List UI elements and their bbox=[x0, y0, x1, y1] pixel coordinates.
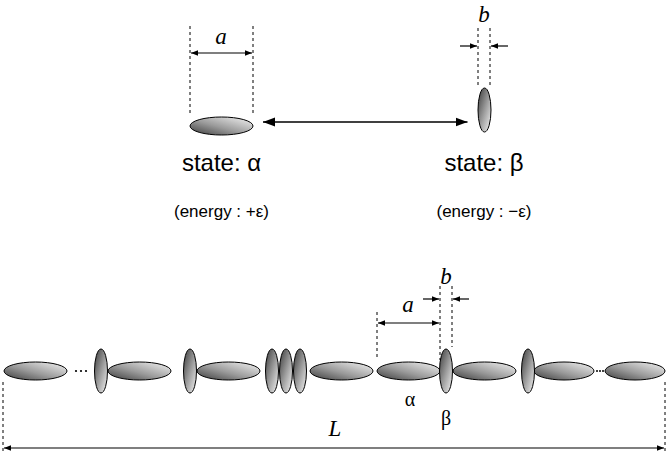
ellipsis-dot bbox=[596, 370, 598, 372]
dimension-guide bbox=[440, 286, 441, 360]
alpha-segment bbox=[108, 362, 171, 380]
dimension-label: a bbox=[215, 25, 227, 48]
dimension-arrow bbox=[453, 298, 469, 299]
dimension-guide bbox=[377, 312, 378, 360]
dimension-guide bbox=[490, 28, 491, 86]
dimension-label: b bbox=[440, 265, 452, 288]
dimension-arrow bbox=[378, 322, 439, 323]
transition-arrow bbox=[263, 121, 468, 123]
dimension-guide bbox=[452, 286, 453, 347]
dimension-label: b bbox=[478, 3, 490, 26]
alpha-segment bbox=[605, 362, 665, 380]
alpha-segment bbox=[4, 362, 67, 380]
dimension-label: a bbox=[402, 293, 414, 316]
dimension-guide bbox=[3, 382, 4, 454]
alpha-segment bbox=[534, 362, 594, 380]
state-shape bbox=[189, 116, 254, 136]
energy-label: (energy : −ε) bbox=[364, 201, 604, 223]
state-name: state: β bbox=[364, 149, 604, 177]
molecule-ellipse bbox=[478, 88, 491, 132]
beta-segment bbox=[95, 349, 108, 393]
beta-segment bbox=[280, 349, 293, 393]
ellipsis-dot bbox=[75, 370, 77, 372]
chain bbox=[4, 349, 665, 393]
alpha-segment bbox=[310, 362, 373, 380]
dimension-arrow bbox=[4, 447, 664, 448]
alpha-segment bbox=[453, 362, 516, 380]
state-node: state: β (energy : −ε) bbox=[364, 88, 604, 223]
dimension-guide bbox=[190, 26, 191, 116]
beta-segment bbox=[266, 349, 279, 393]
ellipsis-dot bbox=[80, 370, 82, 372]
alpha-segment bbox=[377, 362, 440, 380]
state-node: state: α (energy : +ε) bbox=[102, 117, 342, 223]
ellipsis-dot bbox=[602, 370, 604, 372]
molecule-ellipse bbox=[190, 117, 253, 135]
dimension-arrow bbox=[491, 45, 508, 46]
dimension-arrow bbox=[423, 298, 439, 299]
dimension-arrow bbox=[460, 45, 477, 46]
beta-segment bbox=[184, 349, 197, 393]
beta-segment bbox=[294, 349, 307, 393]
beta-segment bbox=[440, 349, 453, 393]
ellipsis-dot bbox=[85, 370, 87, 372]
dimension-guide bbox=[253, 26, 254, 116]
state-label: α bbox=[405, 389, 415, 409]
dimension-guide bbox=[478, 28, 479, 86]
state-label: β bbox=[441, 408, 451, 428]
ellipsis-dot bbox=[599, 370, 601, 372]
dimension-guide bbox=[665, 382, 666, 454]
dimension-arrow bbox=[191, 52, 252, 53]
energy-label: (energy : +ε) bbox=[102, 201, 342, 223]
state-name: state: α bbox=[102, 149, 342, 177]
beta-segment bbox=[522, 349, 535, 393]
state-shape bbox=[477, 87, 492, 133]
dimension-label: L bbox=[329, 417, 342, 440]
alpha-segment bbox=[197, 362, 260, 380]
